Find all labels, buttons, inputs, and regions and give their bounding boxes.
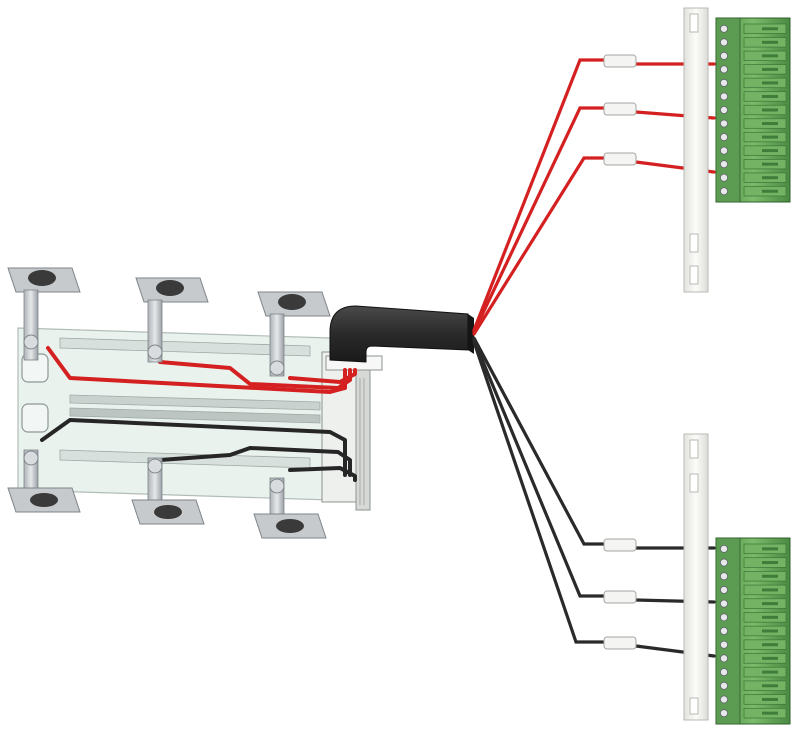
terminal-screw <box>720 695 729 704</box>
terminal-screw <box>720 709 729 718</box>
terminal-slot <box>762 149 778 153</box>
terminal-screw <box>720 146 729 155</box>
terminal-screw <box>720 544 729 553</box>
terminal-slot <box>762 108 778 112</box>
clamp-bottom-3 <box>253 477 327 539</box>
fan-black-wires <box>472 336 716 658</box>
terminal-screw <box>720 640 729 649</box>
terminal-slot <box>762 615 778 619</box>
terminal-slot <box>762 629 778 633</box>
sleeve-black-2 <box>603 590 637 604</box>
sleeve-red-3 <box>603 152 637 166</box>
terminal-screw <box>720 160 729 169</box>
fan-out-wires <box>472 54 716 658</box>
fan-black-3 <box>472 340 612 644</box>
red-wire-3 <box>288 368 357 384</box>
terminal-screw <box>720 668 729 677</box>
fan-black-2 <box>472 338 612 598</box>
terminal-slot <box>762 670 778 674</box>
panel-slot-lower <box>21 403 49 433</box>
cable-sheath <box>329 305 474 363</box>
bottom-terminal-assembly <box>683 433 791 725</box>
sleeve-red-2 <box>603 102 637 116</box>
terminal-screw <box>720 681 729 690</box>
terminal-slot <box>762 122 778 126</box>
terminal-slot <box>762 27 778 31</box>
panel-rail-upper <box>59 337 311 357</box>
terminal-screw <box>720 38 729 47</box>
terminal-slot <box>762 54 778 58</box>
terminal-slot <box>762 684 778 688</box>
terminal-slot <box>762 162 778 166</box>
terminal-screw <box>720 51 729 60</box>
terminal-screw <box>720 119 729 128</box>
terminal-screw <box>720 654 729 663</box>
top-carrier-rail <box>683 7 709 293</box>
terminal-slot <box>762 711 778 715</box>
terminal-screw <box>720 627 729 636</box>
panel-black-wires <box>40 418 357 482</box>
terminal-slot <box>762 643 778 647</box>
terminal-slot <box>762 561 778 565</box>
terminal-slot <box>762 135 778 139</box>
terminal-slot <box>762 602 778 606</box>
clamp-bottom-2 <box>131 457 205 525</box>
bottom-terminal-pins <box>720 543 787 719</box>
top-terminal-assembly <box>683 7 791 293</box>
terminal-screw <box>720 78 729 87</box>
fan-black-1 <box>472 336 612 546</box>
black-wire-2 <box>158 446 352 477</box>
terminal-slot <box>762 697 778 701</box>
terminal-slot <box>762 40 778 44</box>
terminal-screw <box>720 106 729 115</box>
terminal-screw <box>720 65 729 74</box>
terminal-screw <box>720 173 729 182</box>
panel-red-wires <box>46 346 357 394</box>
terminal-screw <box>720 613 729 622</box>
fan-red-3 <box>472 156 612 336</box>
fan-red-wires <box>472 58 716 336</box>
clamp-top-2 <box>135 277 209 363</box>
top-terminal-pins <box>720 23 787 197</box>
bottom-terminal-block <box>715 537 791 725</box>
terminal-screw <box>720 133 729 142</box>
black-wire-1 <box>40 418 347 477</box>
wire-sleeves <box>603 54 637 650</box>
sleeve-black-3 <box>603 636 637 650</box>
top-clamps <box>7 267 331 377</box>
terminal-screw <box>720 572 729 581</box>
terminal-screw <box>720 24 729 33</box>
fan-red-1 <box>472 58 612 332</box>
terminal-screw <box>720 92 729 101</box>
bottom-carrier-rail <box>683 433 709 721</box>
panel-rail-middle <box>69 394 321 411</box>
terminal-slot <box>762 67 778 71</box>
clamp-bottom-1 <box>7 449 81 513</box>
top-terminal-block <box>715 17 791 203</box>
terminal-slot <box>762 656 778 660</box>
terminal-screw <box>720 187 729 196</box>
sleeve-black-1 <box>603 538 637 552</box>
fan-red-2 <box>472 106 612 334</box>
terminal-screw <box>720 585 729 594</box>
terminal-slot <box>762 574 778 578</box>
black-wire-3 <box>288 466 357 482</box>
bottom-clamps <box>7 449 327 539</box>
terminal-slot <box>762 547 778 551</box>
busbar-assembly <box>7 267 383 539</box>
terminal-slot <box>762 94 778 98</box>
terminal-slot <box>762 81 778 85</box>
panel-rail-middle-2 <box>69 407 321 424</box>
clamp-top-3 <box>257 291 331 377</box>
sleeve-red-1 <box>603 54 637 68</box>
terminal-screw <box>720 599 729 608</box>
terminal-slot <box>762 189 778 193</box>
terminal-screw <box>720 558 729 567</box>
terminal-slot <box>762 588 778 592</box>
clamp-top-1 <box>7 267 81 361</box>
terminal-slot <box>762 176 778 180</box>
